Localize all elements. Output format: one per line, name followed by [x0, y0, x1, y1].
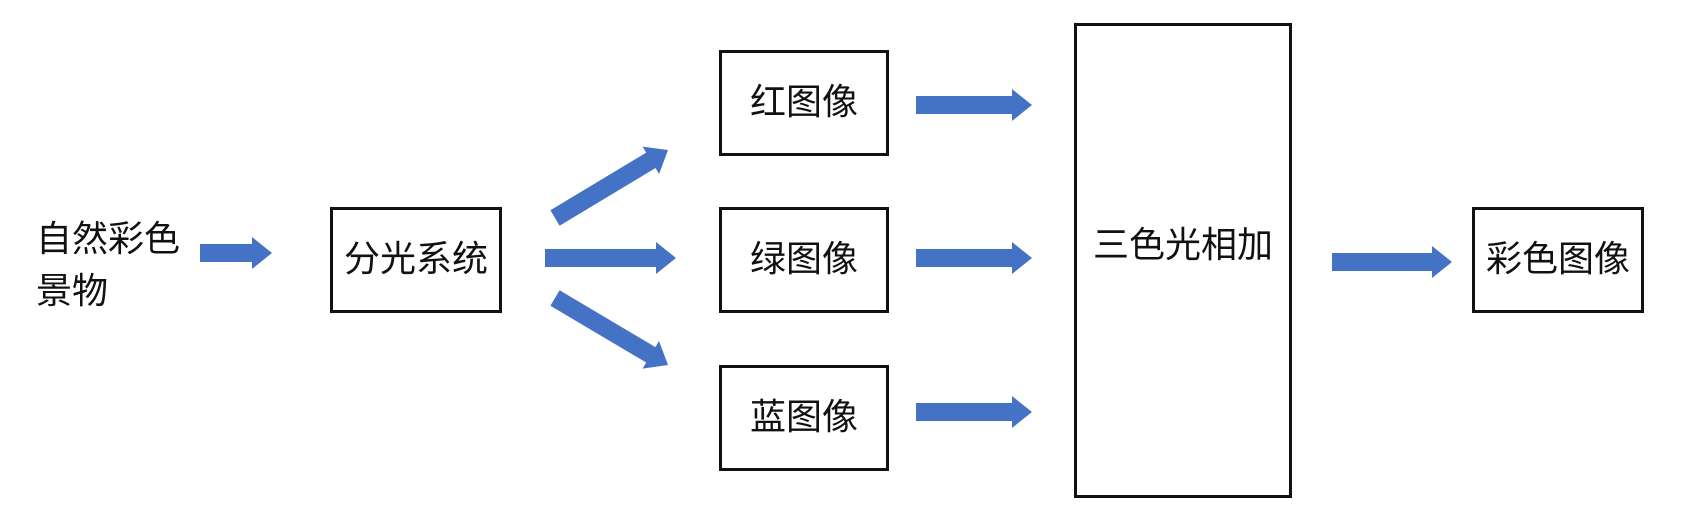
channel-box-red: 红图像: [719, 50, 889, 156]
channel-box-blue: 蓝图像: [719, 365, 889, 471]
arrow-combiner-to-output: [1332, 246, 1452, 278]
combiner-box: 三色光相加: [1074, 23, 1292, 498]
splitter-label: 分光系统: [343, 239, 488, 280]
arrow-red-to-combiner: [916, 89, 1032, 121]
arrow-green-to-combiner: [916, 242, 1032, 274]
channel-label-blue: 蓝图像: [749, 397, 858, 438]
channel-box-green: 绿图像: [719, 207, 889, 313]
combiner-label: 三色光相加: [1092, 225, 1273, 266]
arrow-splitter-to-green: [545, 242, 676, 274]
arrow-splitter-to-blue: [550, 290, 668, 369]
channel-label-green: 绿图像: [749, 239, 858, 280]
source-label: 自然彩色景物: [36, 219, 181, 312]
channel-label-red: 红图像: [749, 82, 858, 123]
arrow-source-to-splitter: [200, 237, 272, 269]
output-label: 彩色图像: [1485, 239, 1630, 280]
splitter-box: 分光系统: [330, 207, 502, 313]
arrow-splitter-to-red: [550, 146, 668, 226]
output-box: 彩色图像: [1472, 207, 1644, 313]
arrow-blue-to-combiner: [916, 396, 1032, 428]
